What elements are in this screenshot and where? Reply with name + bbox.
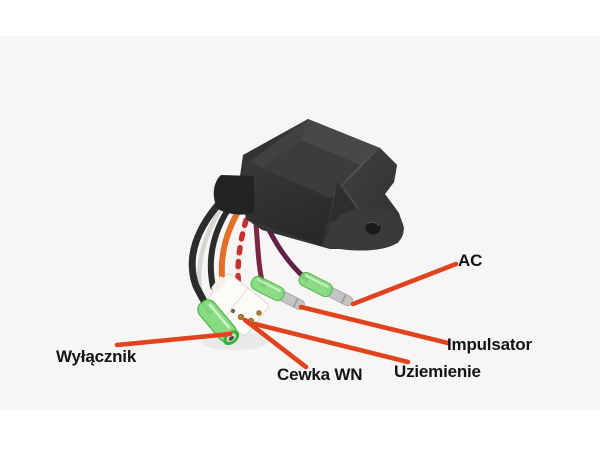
white-connector-latch — [211, 276, 227, 293]
bullet-sleeve-impulsator — [250, 275, 285, 302]
bullet-sleeve-ac — [298, 271, 333, 298]
annotation-line-ac — [350, 261, 459, 307]
label-uziemienie: Uziemienie — [394, 362, 481, 381]
annotation-line-impulsator — [298, 304, 451, 346]
mounting-hole — [365, 221, 381, 235]
mounting-tab — [322, 207, 404, 251]
label-ac: AC — [458, 251, 483, 270]
pin-aux — [256, 310, 262, 316]
module-recess-bevel — [251, 119, 308, 168]
label-wylacznik: Wyłącznik — [56, 347, 137, 366]
annotation-line-cewka-wn — [242, 317, 309, 370]
module-recess-highlight — [330, 149, 378, 198]
cdi-module — [213, 119, 404, 251]
label-impulsator: Impulsator — [447, 335, 532, 354]
annotation-lines — [114, 261, 459, 370]
label-cewka-wn: Cewka WN — [277, 365, 363, 384]
pin-cewka — [237, 313, 245, 321]
bullet-connector-ac — [298, 271, 353, 307]
wire-boot — [213, 175, 254, 215]
connector-cavity — [230, 308, 236, 314]
module-recess — [262, 140, 360, 198]
module-front-face — [240, 161, 333, 246]
mounting-hole-rim — [366, 221, 380, 227]
annotation-line-wylacznik — [114, 331, 233, 348]
annotation-line-uziemienie — [252, 321, 411, 365]
